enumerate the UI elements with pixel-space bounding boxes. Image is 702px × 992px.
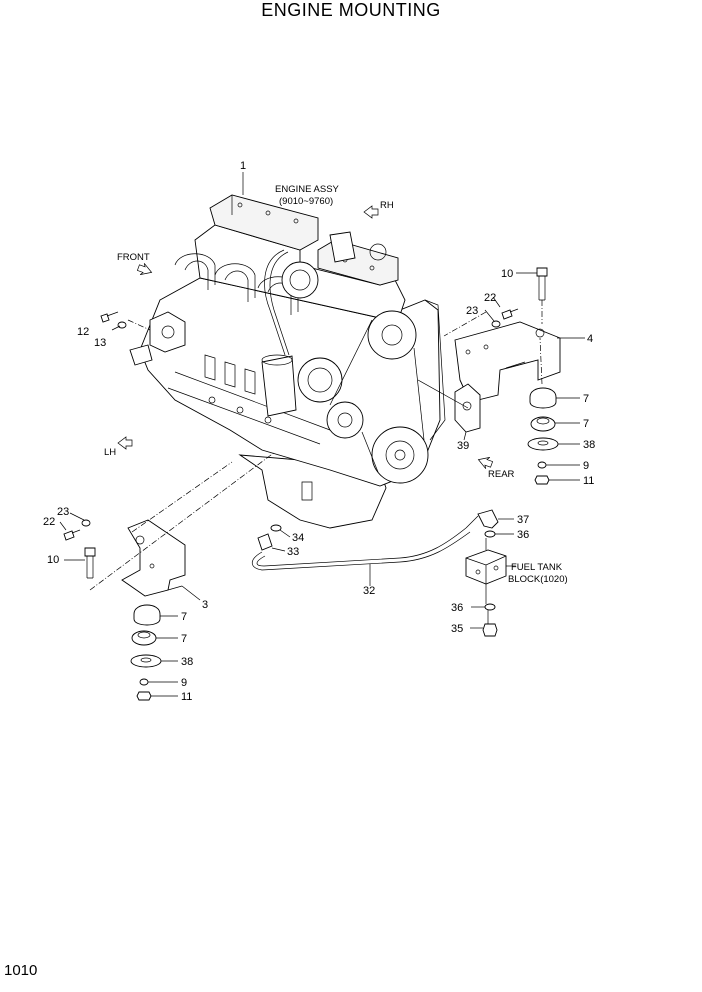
- callout-32: 32: [363, 585, 375, 597]
- callout-23-upper: 23: [466, 305, 478, 317]
- engine-assy-label: ENGINE ASSY: [275, 184, 340, 195]
- callout-11-rh: 11: [583, 475, 594, 487]
- callout-7-rh-1: 7: [583, 393, 589, 405]
- lh-bracket-3[interactable]: [121, 519, 186, 597]
- callout-7-lh-1: 7: [181, 611, 187, 623]
- callout-36-lower: 36: [451, 602, 463, 614]
- callout-34: 34: [292, 532, 304, 544]
- callout-9-lh: 9: [181, 677, 187, 689]
- callout-1: 1: [240, 160, 246, 172]
- arrow-lh-icon: [117, 436, 133, 450]
- bolt-22-upper[interactable]: [501, 308, 519, 320]
- washer-34[interactable]: [270, 524, 282, 532]
- bolt-10-lower[interactable]: [84, 547, 96, 579]
- callout-37: 37: [517, 514, 529, 526]
- callout-39: 39: [457, 440, 469, 452]
- o-ring-36-lower[interactable]: [484, 603, 496, 611]
- rear-label: REAR: [488, 469, 515, 480]
- callout-10-lower: 10: [47, 554, 59, 566]
- fuel-hose-32[interactable]: [251, 527, 471, 571]
- bolt-10-upper[interactable]: [536, 267, 548, 301]
- washer-23-upper[interactable]: [491, 320, 501, 328]
- engine-assembly[interactable]: [129, 194, 446, 529]
- arrow-rh-icon: [363, 205, 379, 219]
- leader-lines: [59, 172, 585, 697]
- callout-33: 33: [287, 546, 299, 558]
- callout-35: 35: [451, 623, 463, 635]
- washer-23-lower[interactable]: [81, 519, 91, 527]
- lh-label: LH: [104, 447, 116, 458]
- block-label: BLOCK(1020): [508, 574, 568, 585]
- callout-13: 13: [94, 337, 106, 349]
- callout-12: 12: [77, 326, 89, 338]
- washer-13[interactable]: [117, 321, 127, 329]
- callout-38-lh: 38: [181, 656, 193, 668]
- fitting-33[interactable]: [257, 533, 273, 551]
- callout-38-rh: 38: [583, 439, 595, 451]
- callout-7-rh-2: 7: [583, 418, 589, 430]
- arrow-front-icon: [136, 263, 153, 275]
- callout-9-rh: 9: [583, 460, 589, 472]
- front-label: FRONT: [117, 252, 150, 263]
- arrow-rear-icon: [477, 457, 494, 469]
- fuel-tank-block[interactable]: [465, 549, 507, 585]
- callout-7-lh-2: 7: [181, 633, 187, 645]
- bolt-22-lower[interactable]: [63, 529, 81, 541]
- callout-4: 4: [587, 333, 593, 345]
- fuel-tank-label: FUEL TANK: [511, 562, 563, 573]
- callout-10-upper: 10: [501, 268, 513, 280]
- callout-36-upper: 36: [517, 529, 529, 541]
- callout-11-lh: 11: [181, 691, 192, 703]
- plug-35[interactable]: [482, 623, 498, 637]
- rh-label: RH: [380, 200, 394, 211]
- elbow-37[interactable]: [465, 509, 499, 529]
- engine-serial-label: (9010~9760): [279, 196, 333, 207]
- mount-stack-rh[interactable]: [527, 387, 559, 485]
- bolt-12[interactable]: [100, 311, 119, 323]
- page-number: 1010: [4, 962, 38, 979]
- o-ring-36-upper[interactable]: [484, 530, 496, 538]
- callout-3: 3: [202, 599, 208, 611]
- callout-22-upper: 22: [484, 292, 496, 304]
- mount-stack-lh[interactable]: [130, 604, 162, 701]
- page-title: ENGINE MOUNTING: [261, 0, 441, 20]
- callout-23-lower: 23: [57, 506, 69, 518]
- callout-22-lower: 22: [43, 516, 55, 528]
